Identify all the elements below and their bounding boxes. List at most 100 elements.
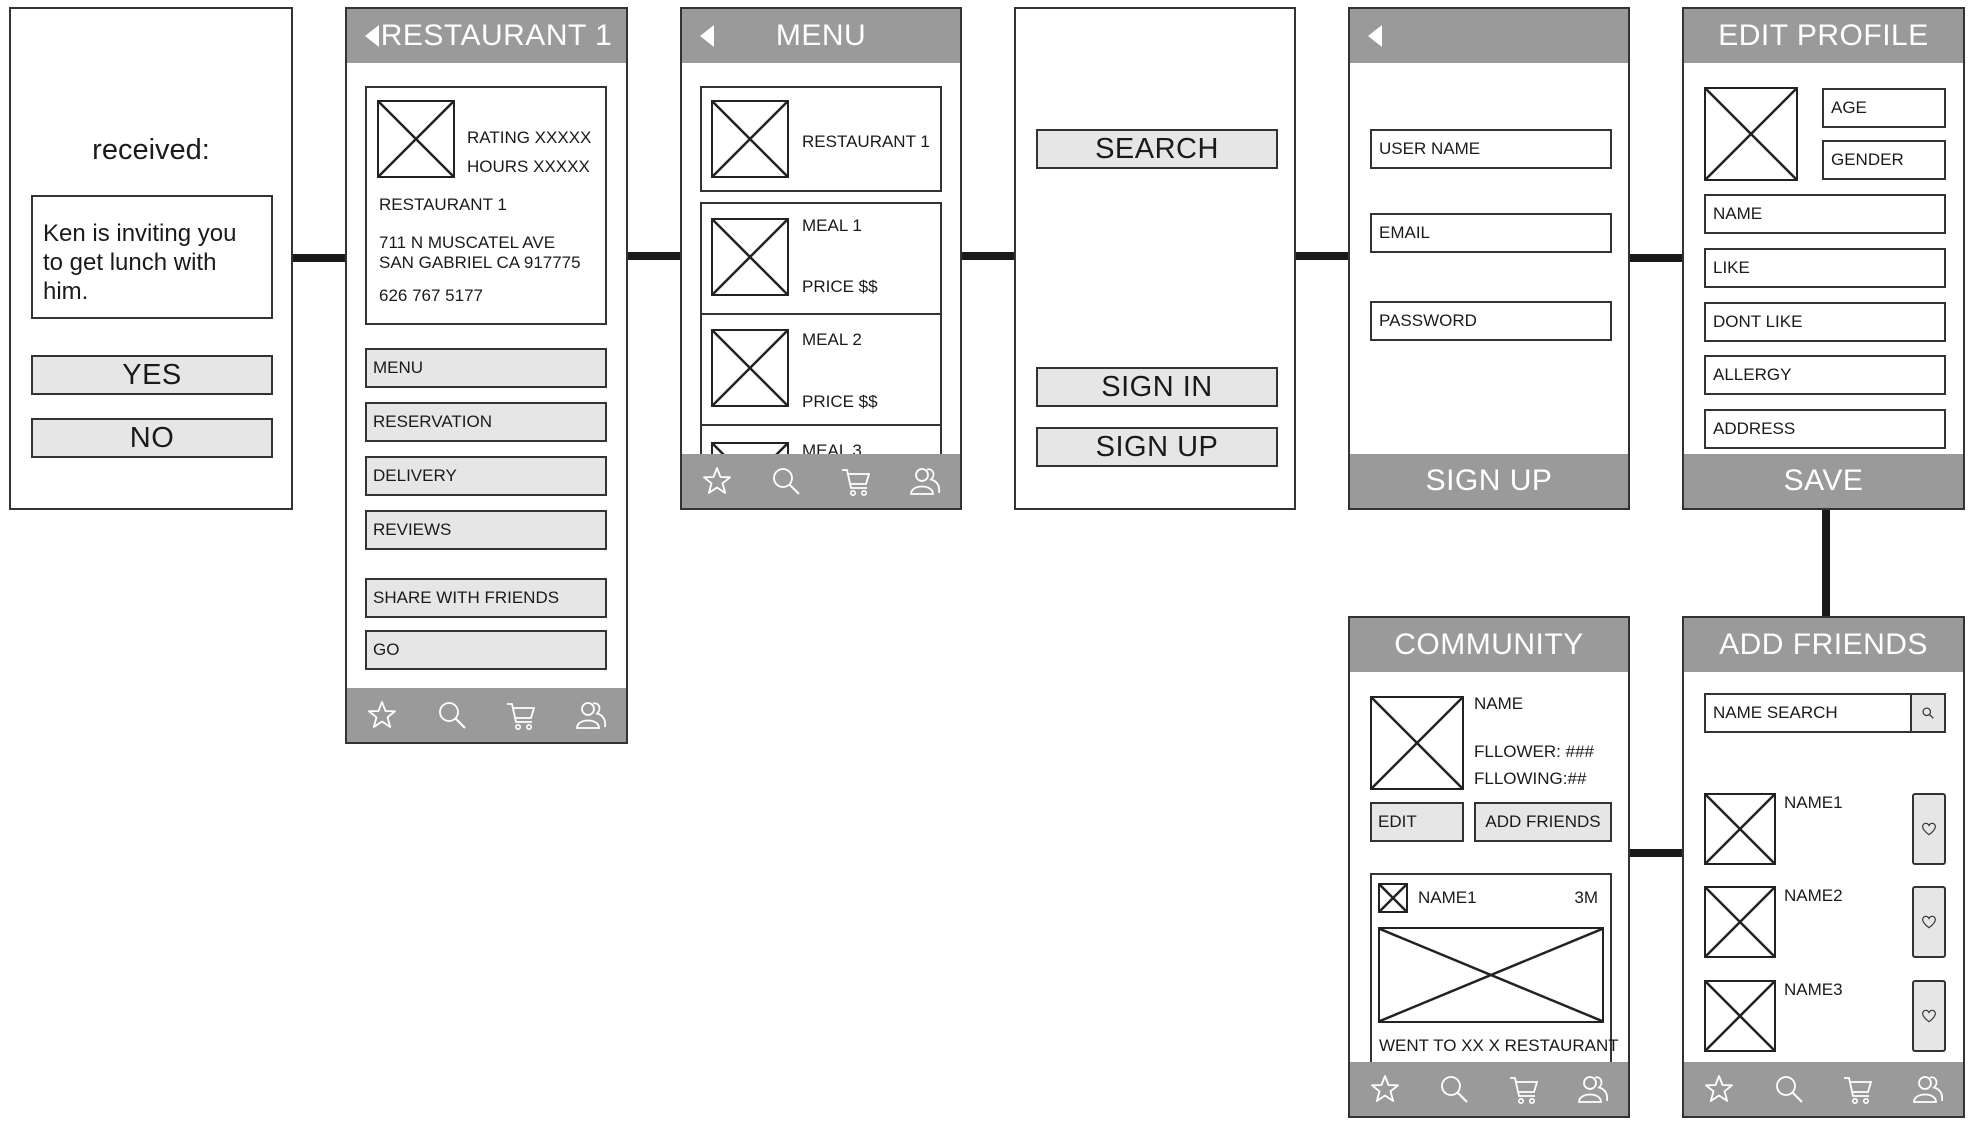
back-arrow-icon[interactable]: [700, 25, 714, 47]
community-header: COMMUNITY: [1350, 618, 1628, 672]
invitation-screen: received: Ken is inviting you to get lun…: [9, 7, 293, 510]
signup-header: [1350, 9, 1628, 63]
flow-connector: [961, 252, 1015, 260]
meal-image-placeholder: [711, 218, 789, 296]
people-icon[interactable]: [1911, 1072, 1945, 1106]
friend-avatar-placeholder: [1704, 980, 1776, 1052]
menu-button[interactable]: MENU: [365, 348, 607, 388]
add-friends-title: ADD FRIENDS: [1719, 628, 1928, 661]
go-button[interactable]: GO: [365, 630, 607, 670]
name-search-input[interactable]: NAME SEARCH: [1704, 693, 1912, 733]
search-icon[interactable]: [1437, 1072, 1471, 1106]
edit-profile-title: EDIT PROFILE: [1718, 19, 1929, 52]
allergy-field[interactable]: ALLERGY: [1704, 355, 1946, 395]
add-friends-button[interactable]: ADD FRIENDS: [1474, 802, 1612, 842]
cart-icon[interactable]: [839, 464, 873, 498]
star-icon[interactable]: [365, 698, 399, 732]
meal-image-placeholder: [711, 329, 789, 407]
bottom-nav-bar: [347, 688, 626, 742]
people-icon[interactable]: [908, 464, 942, 498]
sign-up-button[interactable]: SIGN UP: [1036, 427, 1278, 467]
meal-item[interactable]: MEAL 1 PRICE $$: [700, 202, 942, 315]
community-screen: COMMUNITY NAME FLLOWER: ### FLLOWING:## …: [1348, 616, 1630, 1118]
profile-photo-placeholder: [1370, 696, 1464, 790]
friend-name: NAME1: [1784, 793, 1843, 812]
restaurant-info-card: RATING XXXXX HOURS XXXXX RESTAURANT 1 71…: [365, 86, 607, 325]
flow-connector: [1295, 252, 1349, 260]
edit-button[interactable]: EDIT: [1370, 802, 1464, 842]
cart-icon[interactable]: [1507, 1072, 1541, 1106]
search-icon[interactable]: [1910, 693, 1946, 733]
name-field[interactable]: NAME: [1704, 194, 1946, 234]
sign-up-submit-button[interactable]: SIGN UP: [1350, 454, 1628, 508]
yes-button[interactable]: YES: [31, 355, 273, 395]
follower-count: FLLOWER: ###: [1474, 742, 1594, 761]
post-image-placeholder: [1378, 927, 1604, 1023]
star-icon[interactable]: [700, 464, 734, 498]
address-line-1: 711 N MUSCATEL AVE: [379, 233, 556, 252]
email-field[interactable]: EMAIL: [1370, 213, 1612, 253]
age-field[interactable]: AGE: [1822, 88, 1946, 128]
search-icon[interactable]: [769, 464, 803, 498]
gender-field[interactable]: GENDER: [1822, 140, 1946, 180]
restaurant-header: RESTAURANT 1: [347, 9, 626, 63]
flow-connector: [1629, 254, 1683, 262]
search-icon[interactable]: [1772, 1072, 1806, 1106]
profile-photo-placeholder[interactable]: [1704, 87, 1798, 181]
back-arrow-icon[interactable]: [365, 25, 379, 47]
post-caption: WENT TO XX X RESTAURANT: [1379, 1036, 1619, 1055]
invitation-message: Ken is inviting you to get lunch with hi…: [31, 195, 273, 319]
reservation-button[interactable]: RESERVATION: [365, 402, 607, 442]
menu-title: MENU: [775, 19, 867, 52]
post-avatar-placeholder: [1378, 883, 1408, 913]
bottom-nav-bar: [1350, 1062, 1628, 1116]
no-button[interactable]: NO: [31, 418, 273, 458]
edit-profile-screen: EDIT PROFILE AGE GENDER NAME LIKE DONT L…: [1682, 7, 1965, 510]
reviews-button[interactable]: REVIEWS: [365, 510, 607, 550]
menu-restaurant-card: RESTAURANT 1: [700, 86, 942, 192]
heart-icon[interactable]: [1912, 886, 1946, 958]
meal-name: MEAL 1: [802, 216, 862, 235]
restaurant-name: RESTAURANT 1: [379, 195, 507, 214]
edit-profile-header: EDIT PROFILE: [1684, 9, 1963, 63]
star-icon[interactable]: [1702, 1072, 1736, 1106]
star-icon[interactable]: [1368, 1072, 1402, 1106]
hours-text: HOURS XXXXX: [467, 157, 590, 176]
cart-icon[interactable]: [504, 698, 538, 732]
address-field[interactable]: ADDRESS: [1704, 409, 1946, 449]
people-icon[interactable]: [1576, 1072, 1610, 1106]
restaurant-title: RESTAURANT 1: [380, 19, 613, 52]
friend-avatar-placeholder: [1704, 886, 1776, 958]
meal-item[interactable]: MEAL 2 PRICE $$: [700, 313, 942, 426]
sign-in-button[interactable]: SIGN IN: [1036, 367, 1278, 407]
flow-connector: [1822, 509, 1830, 617]
address-line-2: SAN GABRIEL CA 917775: [379, 253, 581, 272]
flow-connector: [1629, 849, 1683, 857]
bottom-nav-bar: [1684, 1062, 1963, 1116]
back-arrow-icon[interactable]: [1368, 25, 1382, 47]
feed-post[interactable]: NAME1 3M WENT TO XX X RESTAURANT: [1370, 873, 1619, 1078]
heart-icon[interactable]: [1912, 793, 1946, 865]
post-time: 3M: [1574, 888, 1598, 907]
search-button[interactable]: SEARCH: [1036, 129, 1278, 169]
restaurant-image-placeholder: [377, 100, 455, 178]
meal-name: MEAL 2: [802, 330, 862, 349]
delivery-button[interactable]: DELIVERY: [365, 456, 607, 496]
heart-icon[interactable]: [1912, 980, 1946, 1052]
meal-price: PRICE $$: [802, 392, 878, 411]
dont-like-field[interactable]: DONT LIKE: [1704, 302, 1946, 342]
search-icon[interactable]: [435, 698, 469, 732]
friend-name: NAME3: [1784, 980, 1843, 999]
password-field[interactable]: PASSWORD: [1370, 301, 1612, 341]
profile-name: NAME: [1474, 694, 1524, 713]
flow-connector: [292, 254, 346, 262]
username-field[interactable]: USER NAME: [1370, 129, 1612, 169]
save-button[interactable]: SAVE: [1684, 454, 1963, 508]
friend-name: NAME2: [1784, 886, 1843, 905]
signup-screen: USER NAME EMAIL PASSWORD SIGN UP: [1348, 7, 1630, 510]
share-with-friends-button[interactable]: SHARE WITH FRIENDS: [365, 578, 607, 618]
people-icon[interactable]: [574, 698, 608, 732]
cart-icon[interactable]: [1841, 1072, 1875, 1106]
menu-screen: MENU RESTAURANT 1 MEAL 1 PRICE $$ MEAL 2…: [680, 7, 962, 510]
like-field[interactable]: LIKE: [1704, 248, 1946, 288]
